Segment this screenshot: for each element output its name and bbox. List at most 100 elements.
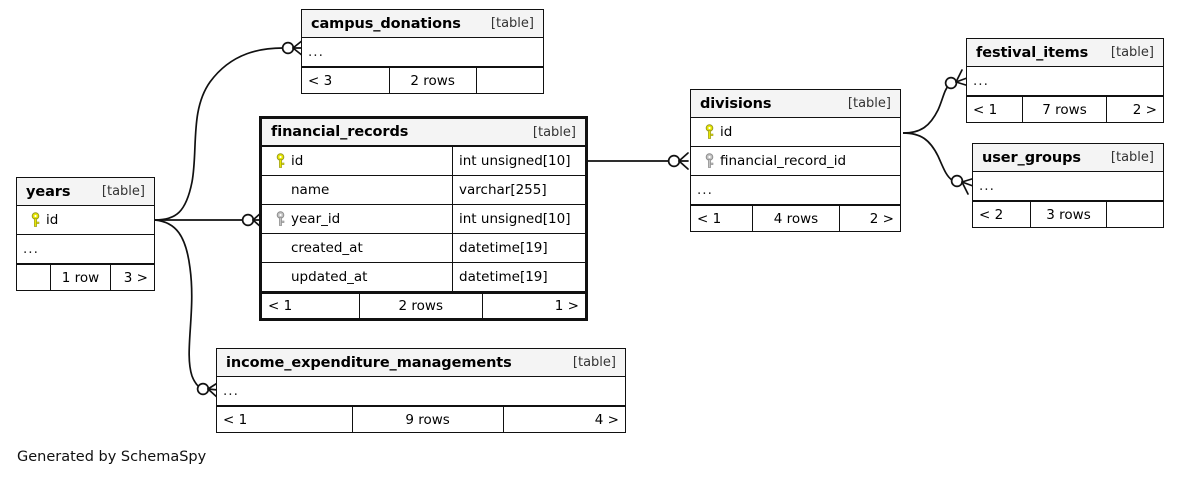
table-years[interactable]: years [table] id ... 1 row 3 > [16,177,155,291]
table-header: financial_records [table] [262,119,585,147]
column-name: ... [973,73,989,89]
column-name: ... [23,241,39,257]
foreign-key-icon [269,211,291,227]
edge-divisions-to-festival-items [902,84,950,134]
column-name: updated_at [291,269,368,285]
table-row: financial_record_id [691,147,900,176]
footer-rowcount: 2 rows [388,68,476,93]
table-row: created_at datetime[19] [262,234,585,263]
table-row: year_id int unsigned[10] [262,205,585,234]
table-kind-label: [table] [1110,150,1154,165]
footer-prev[interactable]: < 1 [973,101,998,118]
footer-rowcount: 9 rows [351,407,503,432]
column-name: id [720,124,733,140]
table-row: id [17,206,154,235]
column-name: financial_record_id [720,153,847,169]
footer-next[interactable]: 4 > [502,407,625,432]
table-title: divisions [700,95,772,112]
column-name-cell: id [17,206,154,234]
table-financial-records[interactable]: financial_records [table] id int unsigne… [259,116,588,321]
column-name: ... [979,178,995,194]
table-header: campus_donations [table] [302,10,543,38]
table-kind-label: [table] [572,355,616,370]
table-header: user_groups [table] [973,144,1163,172]
column-type: varchar[255] [452,176,585,204]
footer-next[interactable] [1106,202,1163,227]
table-row: ... [967,67,1163,96]
table-income-expenditure-managements[interactable]: income_expenditure_managements [table] .… [216,348,626,433]
table-header: festival_items [table] [967,39,1163,67]
foreign-key-icon [698,153,720,169]
table-row: ... [217,377,625,406]
table-row: ... [973,172,1163,201]
table-festival-items[interactable]: festival_items [table] ... < 1 7 rows 2 … [966,38,1164,123]
footer-prev[interactable]: < 1 [268,298,293,314]
zero-marker-divisions [667,154,681,168]
table-kind-label: [table] [532,124,576,140]
column-name-cell: updated_at [262,263,452,291]
footer-rowcount: 7 rows [1021,97,1106,122]
generated-by-caption: Generated by SchemaSpy [17,449,207,465]
footer-rowcount: 1 row [49,265,110,290]
table-title: financial_records [271,124,409,140]
table-row: id [691,118,900,147]
table-footer: < 1 9 rows 4 > [217,406,625,432]
zero-marker-financial-records [241,213,255,227]
zero-marker-income-expenditure [196,382,210,396]
footer-next[interactable]: 2 > [839,206,900,231]
column-name: year_id [291,211,341,227]
column-name-cell: name [262,176,452,204]
footer-rowcount: 3 rows [1030,202,1106,227]
footer-next[interactable]: 2 > [1106,97,1163,122]
footer-next[interactable]: 1 > [481,294,585,318]
column-name: id [46,212,59,228]
table-footer: 1 row 3 > [17,264,154,290]
column-name: ... [308,44,324,60]
table-footer: < 1 4 rows 2 > [691,205,900,231]
table-footer: < 1 2 rows 1 > [262,292,585,318]
zero-marker-festival-items [944,76,958,90]
footer-prev[interactable]: < 3 [308,72,333,89]
table-row: updated_at datetime[19] [262,263,585,292]
table-title: festival_items [976,44,1089,61]
table-campus-donations[interactable]: campus_donations [table] ... < 3 2 rows [301,9,544,94]
table-divisions[interactable]: divisions [table] id financial_record_id… [690,89,901,232]
table-kind-label: [table] [1110,45,1154,60]
table-title: years [26,183,71,200]
column-name-cell: financial_record_id [691,147,900,175]
column-type: datetime[19] [452,234,585,262]
table-row: id int unsigned[10] [262,147,585,176]
zero-marker-campus-donations [281,41,295,55]
column-name: created_at [291,240,363,256]
table-kind-label: [table] [847,96,891,111]
footer-prev[interactable] [17,265,50,290]
column-type: datetime[19] [452,263,585,291]
footer-prev[interactable]: < 1 [223,411,248,428]
table-header: years [table] [17,178,154,206]
primary-key-icon [24,212,46,228]
table-title: income_expenditure_managements [226,354,512,371]
table-header: income_expenditure_managements [table] [217,349,625,377]
table-kind-label: [table] [490,16,534,31]
column-name-cell: year_id [262,205,452,233]
column-type: int unsigned[10] [452,205,585,233]
table-row: ... [691,176,900,205]
footer-rowcount: 2 rows [358,294,482,318]
table-footer: < 1 7 rows 2 > [967,96,1163,122]
column-name: id [291,153,304,169]
footer-prev[interactable]: < 1 [697,210,722,227]
primary-key-icon [269,153,291,169]
column-type: int unsigned[10] [452,147,585,175]
table-title: campus_donations [311,15,461,32]
table-title: user_groups [982,149,1081,166]
primary-key-icon [698,124,720,140]
footer-next[interactable] [475,68,543,93]
table-footer: < 3 2 rows [302,67,543,93]
column-name-cell: created_at [262,234,452,262]
table-row: name varchar[255] [262,176,585,205]
footer-next[interactable]: 3 > [110,265,154,290]
table-user-groups[interactable]: user_groups [table] ... < 2 3 rows [972,143,1164,228]
zero-marker-user-groups [950,174,964,188]
footer-prev[interactable]: < 2 [979,206,1004,223]
